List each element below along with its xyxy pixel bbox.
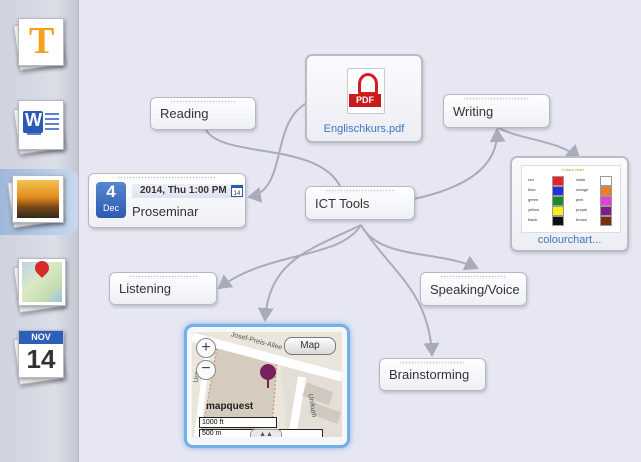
colour-name: pink [576,197,584,202]
map-view[interactable]: Josef-Preis-Allee Unikum Unte + − Map ma… [192,332,342,437]
colour-swatch-row: blue [528,186,572,196]
node-speaking-voice[interactable]: Speaking/Voice [420,272,527,306]
colour-name: orange [576,187,589,192]
node-reading[interactable]: Reading [150,97,256,130]
colour-name: red [528,177,534,182]
colour-swatch-row: pink [576,196,620,206]
colour-name: brown [576,217,587,222]
event-date-badge: 4 Dec [96,182,126,218]
node-map-attachment[interactable]: Josef-Preis-Allee Unikum Unte + − Map ma… [184,324,350,448]
link-pdf-event [247,101,310,203]
colour-name: green [528,197,539,202]
colourchart-caption: colourchart... [537,234,602,246]
colour-swatch [600,206,612,216]
colour-swatch-row: black [528,216,572,226]
colour-name: purple [576,207,588,212]
event-title: Proseminar [132,204,199,219]
colour-swatch [600,186,612,196]
pdf-icon: PDF [347,68,385,114]
colour-name: blue [528,187,536,192]
colour-swatch-row: green [528,196,572,206]
node-writing-label: Writing [453,103,494,119]
node-ict-tools[interactable]: ICT Tools [305,186,415,220]
colour-swatch [552,216,564,226]
node-speaking-voice-label: Speaking/Voice [430,281,520,297]
colour-name: black [528,217,538,222]
colour-swatch-row: orange [576,186,620,196]
node-writing[interactable]: Writing [443,94,550,128]
link-brainstorming [360,224,440,357]
sidebar-item-word-document[interactable]: W [6,92,70,156]
connection-lines [204,101,581,357]
scale-bar-feet: 1000 ft [199,417,277,428]
colour-swatch [600,176,612,186]
node-event-proseminar[interactable]: 4 Dec 2014, Thu 1:00 PM 14 Proseminar [88,173,246,228]
calendar-small-icon: 14 [231,185,243,197]
node-reading-label: Reading [160,106,209,121]
text-note-icon: T [18,18,64,66]
zoom-in-button[interactable]: + [196,338,216,358]
zoom-out-button[interactable]: − [196,360,216,380]
node-ict-tools-label: ICT Tools [315,195,370,211]
node-listening[interactable]: Listening [109,272,217,305]
colour-swatch-row: red [528,176,572,186]
mindmap-canvas[interactable]: Reading PDF Englischkurs.pdf Writing Col… [79,0,641,462]
colour-swatch-row: brown [576,216,620,226]
colour-swatch-row: purple [576,206,620,216]
colour-swatch-row: white [576,176,620,186]
sidebar: T W NOV 14 [0,0,79,462]
colour-name: yellow [528,207,540,212]
mapquest-logo: mapquest [206,401,254,412]
node-listening-label: Listening [119,281,172,296]
node-brainstorming-label: Brainstorming [389,367,470,382]
colour-swatch [552,176,564,186]
colour-name: white [576,177,586,182]
sidebar-item-text-note[interactable]: T [6,10,70,74]
pdf-caption: Englischkurs.pdf [323,123,405,135]
colour-swatch [552,206,564,216]
link-map [257,224,362,322]
link-colourchart [496,126,581,160]
map-icon [18,258,66,306]
event-datetime: 2014, Thu 1:00 PM [132,184,242,198]
sidebar-item-map[interactable] [6,250,70,314]
link-writing [408,128,506,201]
sidebar-item-calendar[interactable]: NOV 14 [6,322,70,386]
colour-swatch [552,186,564,196]
link-reading [204,127,342,189]
image-icon [12,175,64,223]
link-speaking [360,224,479,271]
node-pdf-attachment[interactable]: PDF Englischkurs.pdf [305,54,423,143]
node-brainstorming[interactable]: Brainstorming [379,358,486,391]
colour-swatch [552,196,564,206]
colour-swatch-row: yellow [528,206,572,216]
word-document-icon: W [18,100,64,150]
collapse-arrow-icon[interactable]: ▲▲ [250,429,282,437]
colour-swatch [600,216,612,226]
sidebar-item-image[interactable] [0,165,78,243]
colour-swatch [600,196,612,206]
map-pin-marker-icon [260,364,276,380]
map-type-button[interactable]: Map [284,337,336,355]
calendar-icon: NOV 14 [18,330,64,378]
